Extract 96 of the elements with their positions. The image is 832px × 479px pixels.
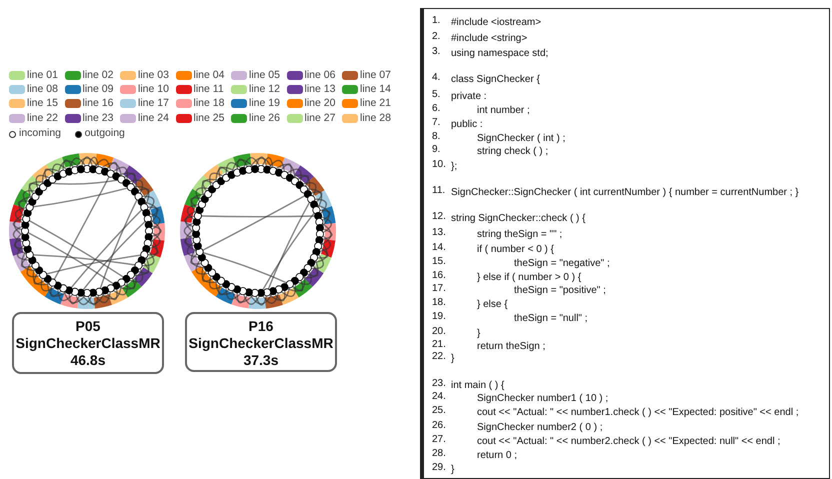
- legend-label: line 24: [138, 112, 169, 124]
- legend-label: line 21: [360, 97, 391, 110]
- code-line: return theSign ;: [477, 341, 546, 353]
- code-line: string SignChecker::check ( ) {: [451, 213, 586, 225]
- line-number: 5.: [432, 89, 440, 101]
- line-number: 24.: [432, 391, 446, 403]
- card-text: SignCheckerClassMR: [188, 335, 334, 352]
- line-number: 19.: [432, 311, 446, 323]
- line-number: 14.: [432, 242, 446, 254]
- line-number: 23.: [432, 378, 446, 390]
- code-line: theSign = "negative" ;: [514, 258, 610, 270]
- code-line: }: [451, 464, 454, 476]
- code-line: public :: [451, 119, 483, 131]
- line-number: 10.: [432, 159, 446, 171]
- legend-label: line 06: [304, 69, 336, 81]
- legend-label: line 02: [82, 69, 114, 81]
- line-number: 9.: [432, 144, 440, 156]
- legend-label: line 16: [82, 97, 114, 110]
- code-line: theSign = "positive" ;: [514, 285, 606, 297]
- legend-label: line 15: [27, 97, 58, 110]
- code-line: } else if ( number > 0 ) {: [477, 272, 582, 284]
- card-text: 46.8s: [69, 352, 107, 369]
- legend-label: line 27: [304, 112, 336, 124]
- code-line: using namespace std;: [451, 48, 548, 60]
- code-line: SignChecker number2 ( 0 ) ;: [477, 422, 603, 434]
- code-line: if ( number < 0 ) {: [477, 244, 554, 256]
- line-number: 25.: [432, 405, 446, 417]
- line-number: 3.: [432, 46, 440, 58]
- legend-label: line 18: [194, 97, 224, 110]
- line-number: 17.: [432, 283, 446, 295]
- legend-label: line 01: [27, 69, 58, 81]
- line-number: 11.: [432, 185, 446, 197]
- line-number: 12.: [432, 211, 446, 223]
- legend-label: line 07: [360, 69, 391, 81]
- card-text: P05: [74, 318, 102, 335]
- line-number: 15.: [432, 256, 446, 268]
- code-line: };: [451, 161, 458, 173]
- card-text: SignCheckerClassMR: [14, 335, 162, 352]
- legend-label: line 14: [360, 83, 391, 96]
- line-number: 6.: [432, 103, 440, 115]
- line-number: 16.: [432, 270, 446, 282]
- code-line: string theSign = "" ;: [477, 229, 562, 241]
- code-line: } else {: [477, 299, 508, 311]
- code-line: SignChecker::SignChecker ( int currentNumber ) { number = currentNumber ; }: [451, 187, 799, 199]
- line-number: 18.: [432, 297, 446, 309]
- line-number: 20.: [432, 326, 446, 338]
- legend-label: line 08: [27, 83, 58, 96]
- legend-label: outgoing: [84, 127, 125, 139]
- legend-label: line 19: [249, 97, 280, 110]
- legend-label: line 17: [138, 97, 169, 110]
- code-line: #include <iostream>: [451, 17, 542, 29]
- code-line: }: [477, 328, 480, 340]
- legend-label: line 13: [304, 83, 336, 96]
- code-line: string check ( ) ;: [477, 146, 548, 158]
- legend-label: incoming: [19, 127, 62, 139]
- result-card: [12, 312, 164, 374]
- line-number: 21.: [432, 339, 446, 351]
- line-number: 29.: [432, 462, 446, 474]
- code-line: #include <string>: [451, 33, 528, 45]
- legend-label: line 05: [249, 69, 280, 81]
- line-number: 22.: [432, 351, 446, 363]
- legend-label: line 23: [82, 112, 114, 124]
- code-line: SignChecker number1 ( 10 ) ;: [477, 393, 608, 405]
- line-number: 8.: [432, 131, 440, 143]
- legend-label: line 10: [138, 83, 169, 96]
- legend-label: line 20: [304, 97, 336, 110]
- line-number: 4.: [432, 72, 440, 84]
- code-line: cout << "Actual: " << number2.check ( ) << "Expected: null" << endl ;: [477, 436, 780, 448]
- code-line: return 0 ;: [477, 450, 518, 462]
- code-line: int number ;: [477, 105, 530, 117]
- code-line: class SignChecker {: [451, 74, 540, 86]
- result-card: [185, 312, 337, 372]
- legend-label: line 28: [360, 112, 391, 124]
- legend-label: line 25: [194, 112, 224, 124]
- line-number: 2.: [432, 31, 440, 43]
- card-text: P16: [248, 318, 274, 335]
- code-line: private :: [451, 91, 487, 103]
- code-line: }: [451, 353, 454, 365]
- code-line: theSign = "null" ;: [514, 313, 588, 325]
- legend-label: line 04: [194, 69, 224, 81]
- legend-label: line 11: [194, 83, 224, 96]
- legend-label: line 03: [138, 69, 169, 81]
- code-line: SignChecker ( int ) ;: [477, 133, 566, 145]
- legend-label: line 26: [249, 112, 280, 124]
- line-number: 13.: [432, 227, 446, 239]
- legend-label: line 12: [249, 83, 280, 96]
- line-number: 26.: [432, 420, 446, 432]
- legend-label: line 09: [82, 83, 114, 96]
- code-line: int main ( ) {: [451, 380, 504, 392]
- line-number: 1.: [432, 15, 440, 27]
- line-number: 28.: [432, 448, 446, 460]
- line-number: 7.: [432, 117, 440, 129]
- legend-label: line 22: [27, 112, 58, 124]
- card-text: 37.3s: [242, 352, 280, 369]
- line-number: 27.: [432, 434, 446, 446]
- code-line: cout << "Actual: " << number1.check ( ) << "Expected: positive" << endl ;: [477, 407, 799, 419]
